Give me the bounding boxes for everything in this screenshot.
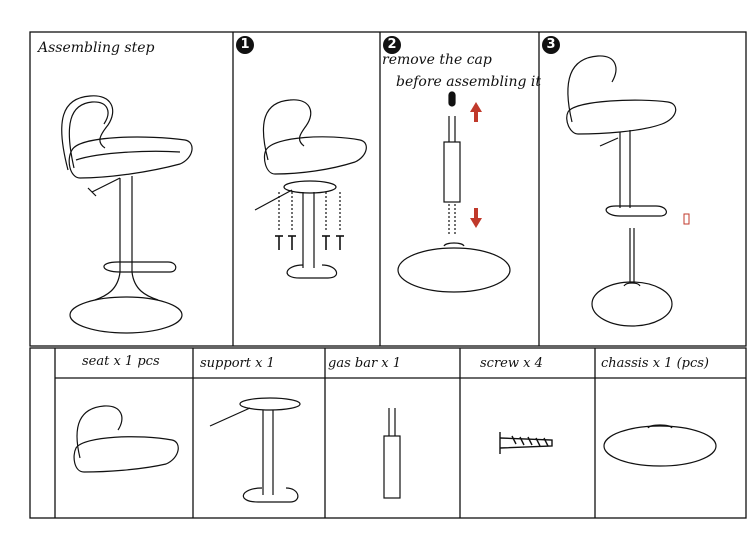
step-number: 3 [542,36,560,54]
bottom-frame [29,347,747,519]
screw-part-label: screw x 4 [480,356,543,371]
step3-illustration [566,55,677,327]
assembled-stool-illustration [61,95,193,334]
seat-part-illustration [73,405,179,473]
step2-instruction-line1: remove the cap [382,52,492,68]
screw-part-illustration [499,432,553,454]
step2-illustration [397,91,511,293]
step-number: 2 [383,36,401,54]
down-arrow [470,208,482,228]
step-number: 1 [236,36,254,54]
support-part-label: support x 1 [200,356,275,371]
small-cap-marker [683,213,690,225]
gas-bar-part-label: gas bar x 1 [328,356,402,371]
seat-part-label: seat x 1 pcs [82,354,160,369]
assembling-step-title: Assembling step [38,40,155,56]
chassis-part-illustration [603,424,717,467]
step2-instruction-line2: before assembling it [396,74,542,90]
top-frame [29,31,747,347]
step1-illustration [254,99,367,279]
gas-bar-part-illustration [383,408,401,499]
support-part-illustration [209,397,301,503]
up-arrow [470,102,482,122]
chassis-part-label: chassis x 1 (pcs) [601,356,709,371]
